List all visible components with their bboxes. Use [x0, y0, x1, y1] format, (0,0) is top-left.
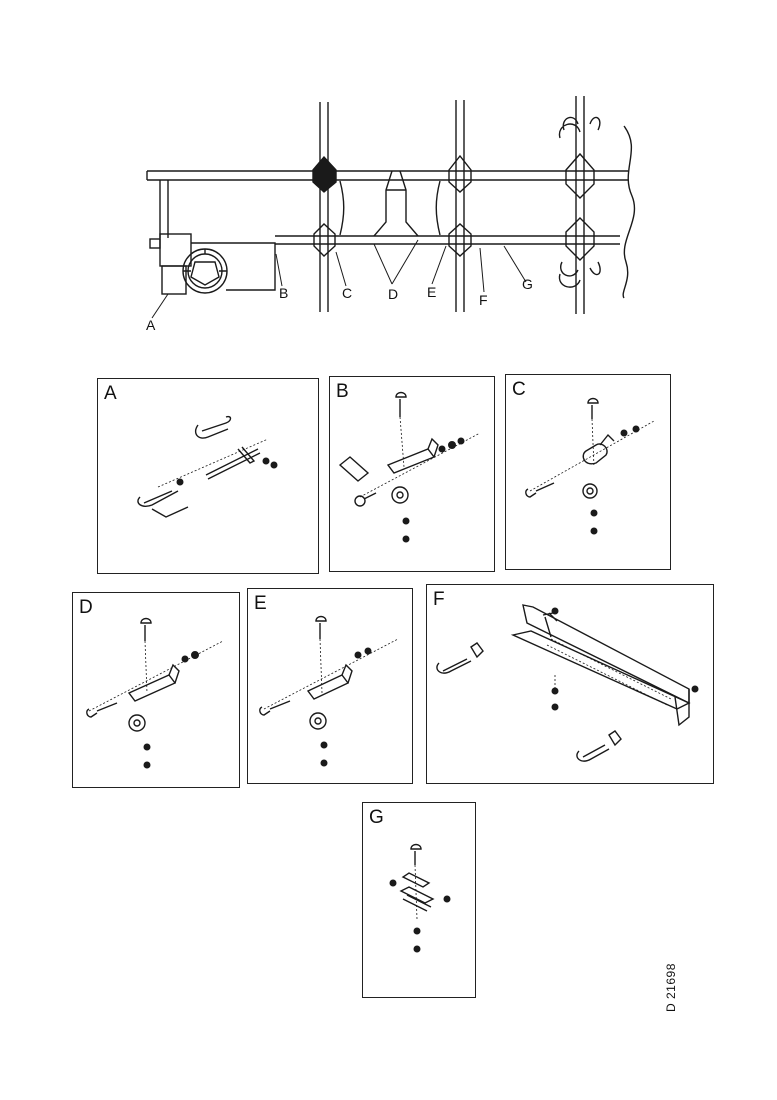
fastener-drawing-d: [86, 617, 224, 769]
detail-panel-f: F: [426, 584, 714, 784]
callout-c: C: [342, 285, 353, 301]
detail-panel-b: B: [329, 376, 495, 572]
callout-d: D: [388, 286, 399, 302]
callout-b: B: [279, 285, 289, 301]
panel-label-c: C: [512, 379, 526, 400]
panel-label-a: A: [104, 383, 117, 404]
panel-label-b: B: [336, 381, 349, 402]
fastener-drawing-e: [259, 615, 399, 767]
callout-e: E: [427, 284, 437, 300]
fastener-drawing-b: [338, 391, 481, 543]
panel-label-f: F: [433, 589, 445, 610]
fastener-drawing-f: [436, 604, 699, 762]
panel-label-e: E: [254, 593, 267, 614]
drawing-code: D 21698: [664, 963, 678, 1012]
detail-panel-g: G: [362, 802, 476, 998]
detail-panel-c: C: [505, 374, 671, 570]
fastener-drawing-c: [525, 397, 655, 535]
panel-label-d: D: [79, 597, 93, 618]
callout-g: G: [522, 276, 533, 292]
panel-label-g: G: [369, 807, 384, 828]
fastener-drawing-g: [389, 843, 451, 953]
detail-panel-a: A: [97, 378, 319, 574]
callout-f: F: [479, 292, 488, 308]
detail-panel-e: E: [247, 588, 413, 784]
fastener-drawing-a: [137, 415, 278, 518]
callout-a: A: [146, 317, 156, 333]
detail-panel-d: D: [72, 592, 240, 788]
chassis-frame-drawing: [146, 96, 636, 319]
